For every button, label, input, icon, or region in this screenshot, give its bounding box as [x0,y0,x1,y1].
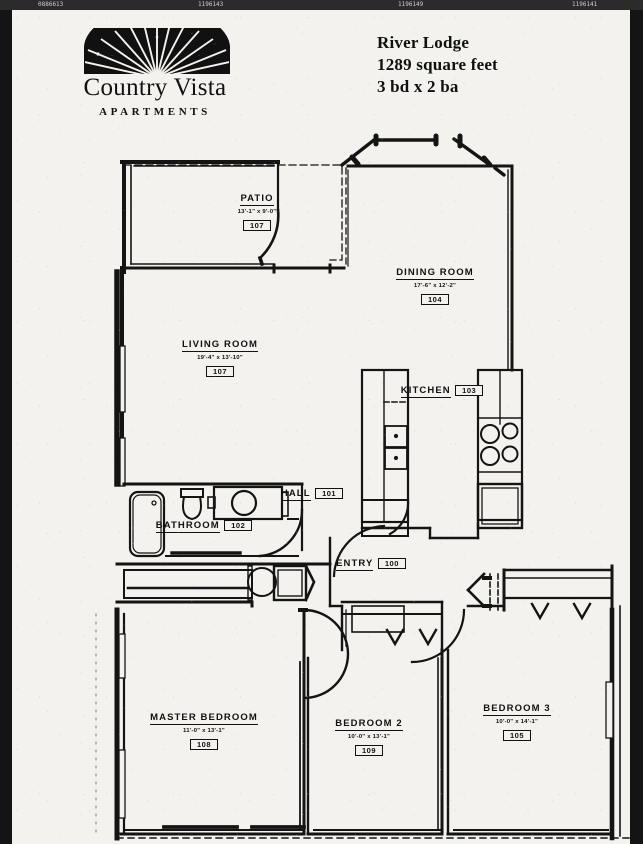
swing-door [332,524,386,578]
room-number-living: 107 [205,365,234,377]
room-label-living: LIVING ROOM 19'-4" x 13'-10" 107 [145,334,295,379]
room-dimensions-living: 19'-4" x 13'-10" [197,354,243,361]
room-label-bathroom: BATHROOM 102 [147,515,261,533]
room-name-bathroom: BATHROOM [155,520,220,533]
room-label-kitchen: KITCHEN 103 [397,380,487,398]
range-cooktop [480,422,519,466]
room-number-entry: 100 [377,558,406,569]
room-label-hall: HALL 101 [280,483,344,501]
room-label-dining: DINING ROOM 17'-6" x 12'-2" 104 [360,262,510,307]
room-name-master: MASTER BEDROOM [150,712,258,725]
kitchen-sink [384,425,408,448]
room-number-master: 108 [189,738,218,750]
top-chip-2: 1196149 [398,1,424,8]
room-dimensions-bedroom2: 10'-0" x 13'-1" [347,733,391,740]
plan-name: River Lodge [377,33,470,52]
room-label-master: MASTER BEDROOM 11'-0" x 13'-1" 108 [128,707,280,752]
top-chip-1: 1196143 [198,1,224,8]
room-number-bedroom3: 105 [502,729,531,741]
room-number-bedroom2: 109 [354,744,383,756]
patio-railing [340,137,506,177]
room-label-patio: PATIO 13'-1" x 9'-0" 107 [187,188,327,233]
room-name-kitchen: KITCHEN [400,385,451,398]
brand-subtitle: APARTMENTS [99,106,211,118]
room-name-entry: ENTRY [336,558,374,571]
room-number-dining: 104 [420,293,449,305]
swing-door [302,608,350,700]
top-chip-3: 1196141 [572,1,598,8]
sunburst-fan-icon [84,28,230,74]
room-label-bedroom2: BEDROOM 2 10'-0" x 13'-1" 109 [308,713,430,758]
kitchen-casework [360,368,524,537]
window-top-strip: 0886613 1196143 1196149 1196141 [0,0,643,10]
room-dimensions-bedroom3: 10'-0" x 14'-1" [495,718,539,725]
vanity-sink [207,485,289,521]
plan-area: 1289 square feet [377,55,498,74]
closet-rod [385,628,405,647]
brand-name: Country Vista [83,74,227,101]
room-label-entry: ENTRY 100 [335,553,407,571]
floor-plan-sheet: Country Vista APARTMENTS River Lodge 128… [12,10,630,844]
room-number-kitchen: 103 [455,385,484,396]
top-chip-0: 0886613 [38,1,64,8]
left-gutter [0,10,12,844]
room-name-bedroom2: BEDROOM 2 [335,718,403,731]
bathtub [128,490,166,558]
room-name-hall: HALL [280,488,311,501]
swing-door [410,608,466,664]
room-number-bathroom: 102 [224,520,253,531]
refrigerator [476,482,524,530]
room-dimensions-master: 11'-0" x 13'-1" [183,727,225,734]
closet-rod [572,602,592,621]
toilet [180,488,204,521]
country-vista-logo: Country Vista APARTMENTS [60,28,250,120]
room-number-patio: 107 [242,219,271,231]
room-dimensions-dining: 17'-6" x 12'-2" [413,282,457,289]
swing-door [258,208,280,260]
room-dimensions-patio: 13'-1" x 9'-0" [237,208,277,215]
floor-plan-drawing [95,133,630,841]
closet-rod [418,628,438,647]
room-name-bedroom3: BEDROOM 3 [483,703,551,716]
plan-beds-baths: 3 bd x 2 ba [377,77,459,96]
plan-title-block: River Lodge 1289 square feet 3 bd x 2 ba [377,32,607,98]
right-gutter [630,10,643,844]
room-name-living: LIVING ROOM [182,339,258,352]
closet-rod [530,602,550,621]
room-label-bedroom3: BEDROOM 3 10'-0" x 14'-1" 105 [456,698,578,743]
room-name-dining: DINING ROOM [396,267,474,280]
swing-door [258,508,304,558]
room-number-hall: 101 [315,488,344,499]
room-name-patio: PATIO [240,193,274,206]
